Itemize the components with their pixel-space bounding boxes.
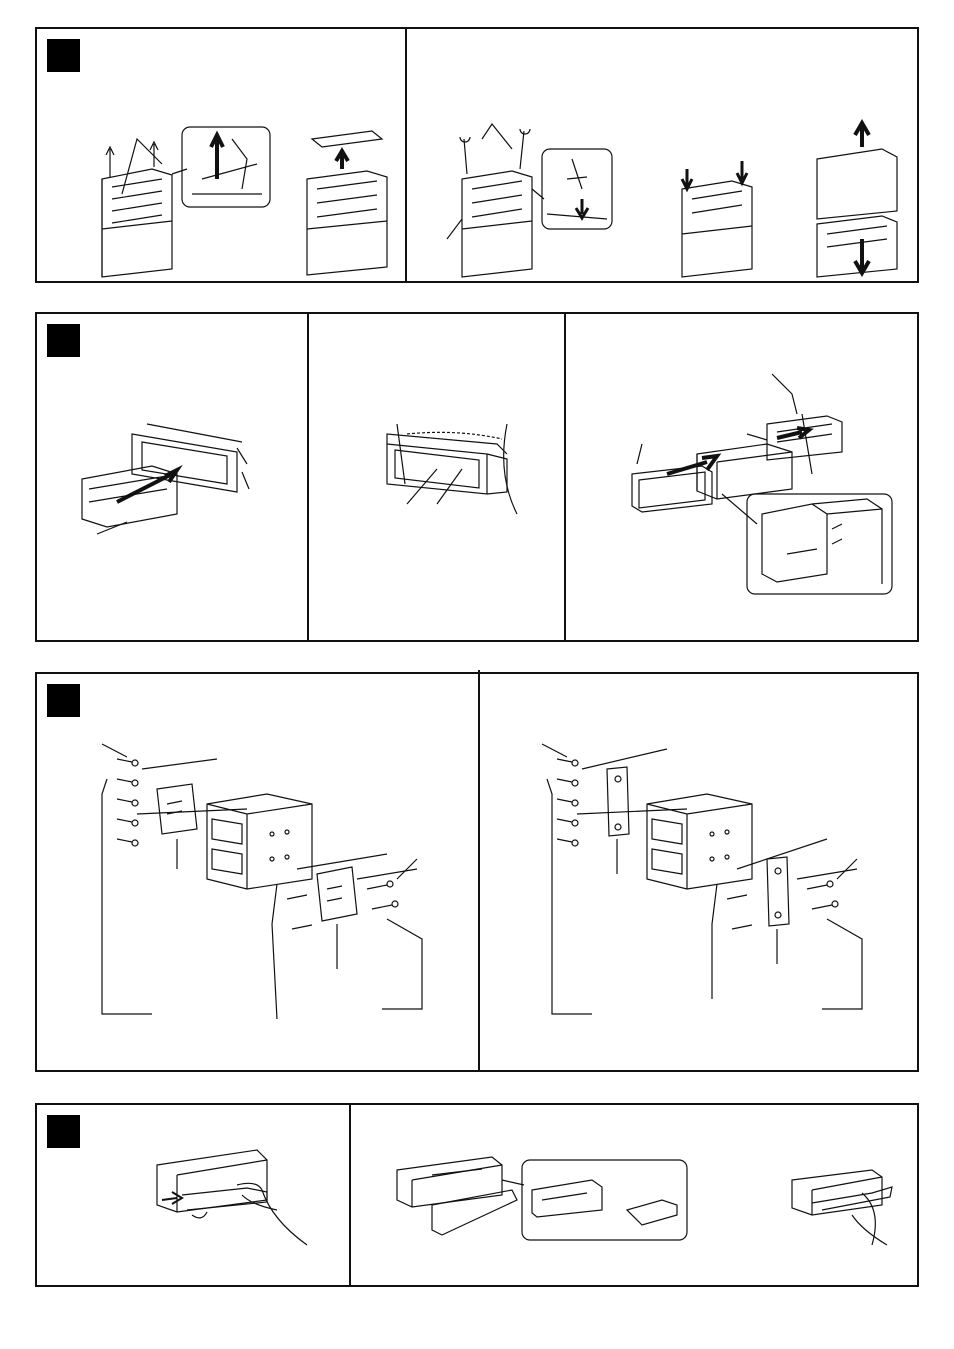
panel-3 <box>35 672 919 1072</box>
unit-insertion-illustration <box>627 374 907 594</box>
panel-2-divider-a <box>307 314 309 640</box>
frame-claws-illustration <box>377 414 557 534</box>
frame-insert-illustration <box>77 424 297 554</box>
section-marker-3 <box>47 684 80 717</box>
section-marker-4 <box>47 1115 80 1148</box>
panel-4 <box>35 1103 919 1287</box>
panel-2 <box>35 312 919 642</box>
front-panel-removal-illustration <box>147 1140 347 1250</box>
panel-1-divider <box>405 29 407 281</box>
bracket-mounting-left-illustration <box>97 739 437 1029</box>
bracket-mounting-right-illustration <box>537 739 877 1029</box>
release-keys-illustration <box>442 119 912 279</box>
front-panel-case-illustration <box>392 1135 902 1265</box>
panel-2-divider-b <box>564 314 566 640</box>
mounting-frame-tabs-illustration <box>92 119 392 279</box>
section-marker-2 <box>47 324 80 357</box>
section-marker-1 <box>47 39 80 72</box>
panel-4-divider <box>349 1105 351 1285</box>
panel-3-divider <box>478 670 480 1070</box>
panel-1 <box>35 27 919 283</box>
